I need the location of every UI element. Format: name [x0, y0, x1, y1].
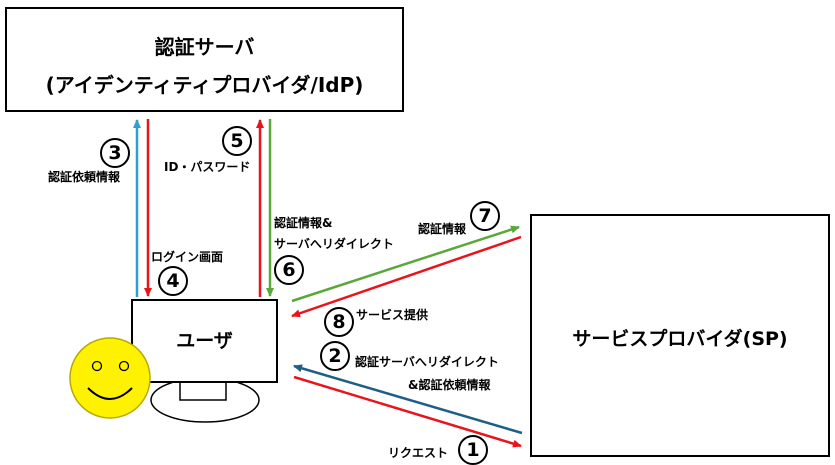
step-4-label: ログイン画面: [151, 250, 224, 264]
step-7-label: 認証情報: [418, 222, 467, 236]
step-2-label-line2: &認証依頼情報: [408, 378, 491, 392]
step-2-number: 2: [320, 341, 350, 371]
arrow-2-redirect: [293, 364, 523, 435]
arrow-1-request: [293, 375, 522, 448]
step-5-label: ID・パスワード: [164, 160, 251, 174]
step-4-number: 4: [158, 266, 188, 296]
step-6-label-line1: 認証情報&: [274, 216, 333, 230]
step-1-number: 1: [458, 435, 488, 465]
arrow-8-service: [291, 235, 522, 318]
idp-title-line2: (アイデンティティプロバイダ/IdP): [45, 73, 364, 97]
idp-box: 認証サーバ (アイデンティティプロバイダ/IdP): [5, 7, 404, 112]
step-3-number: 3: [100, 138, 130, 168]
user-title: ユーザ: [176, 330, 233, 352]
arrow-7-auth-info: [291, 225, 520, 303]
step-8-number: 8: [324, 307, 354, 337]
step-7-number: 7: [470, 201, 500, 231]
step-8-label: サービス提供: [356, 308, 429, 322]
step-6-label-line2: サーバへリダイレクト: [274, 237, 394, 251]
smiley-face-icon: [69, 337, 151, 419]
idp-title-line1: 認証サーバ: [154, 35, 255, 59]
step-2-label-line1: 認証サーバへリダイレクト: [355, 355, 499, 369]
sp-title: サービスプロバイダ(SP): [572, 328, 788, 350]
computer-icon: [131, 299, 278, 423]
step-5-number: 5: [222, 126, 252, 156]
step-3-label: 認証依頼情報: [48, 170, 121, 184]
step-6-number: 6: [274, 255, 304, 285]
step-1-label: リクエスト: [388, 446, 449, 460]
sp-box: サービスプロバイダ(SP): [530, 214, 830, 457]
